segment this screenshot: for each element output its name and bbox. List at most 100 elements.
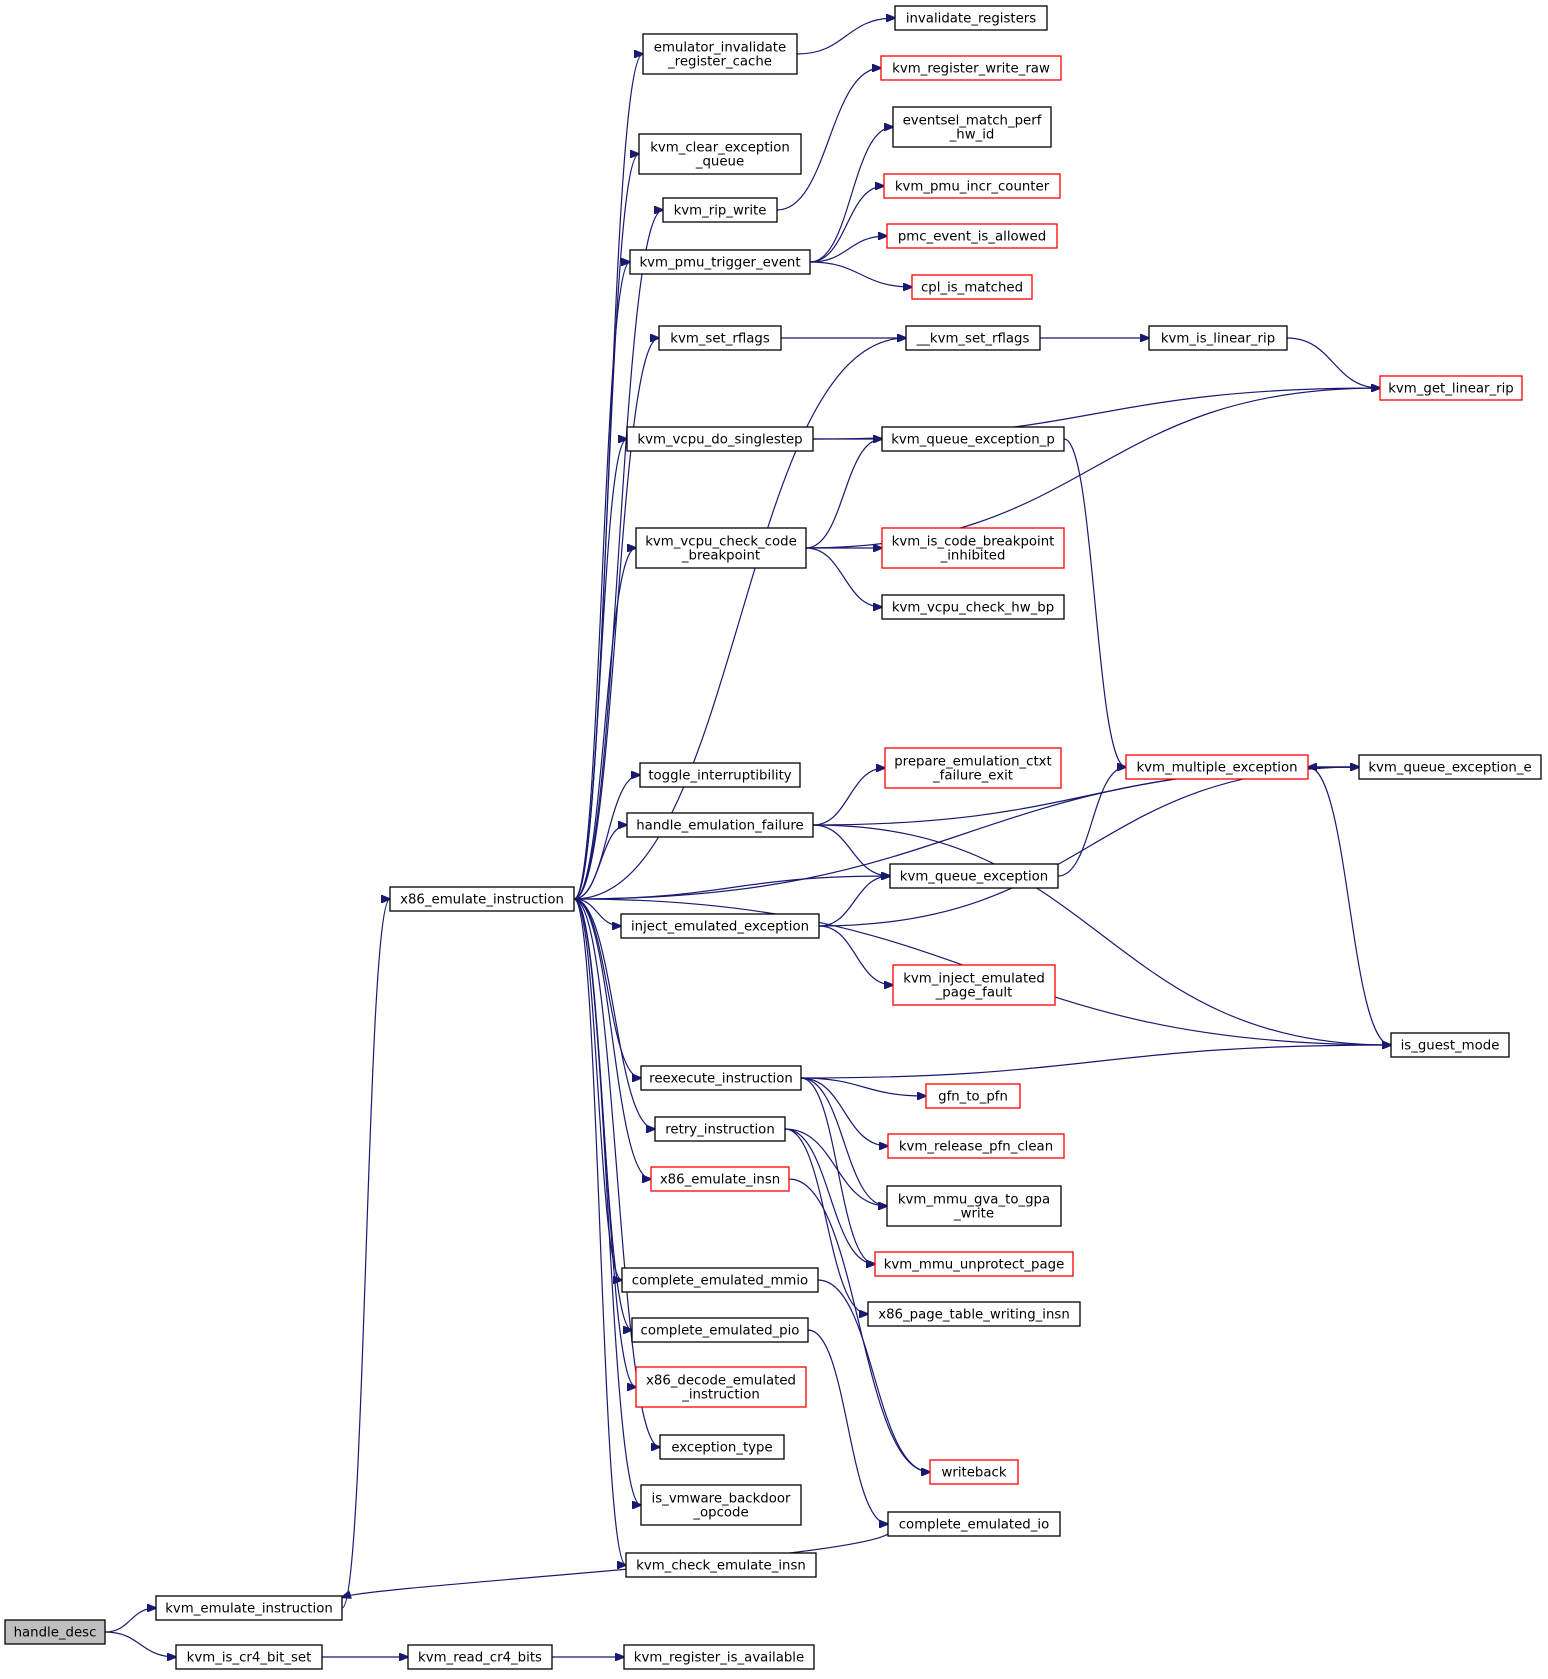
node-box[interactable] [867, 1301, 1081, 1327]
node-kvm-mmu-unprotect-page[interactable]: kvm_mmu_unprotect_page [874, 1251, 1074, 1277]
node-box[interactable] [4, 1619, 106, 1645]
node-kvm-multiple-exception[interactable]: kvm_multiple_exception [1125, 754, 1309, 780]
node-kvm-set-rflags[interactable]: __kvm_set_rflags [905, 325, 1041, 351]
node-complete-emulated-io[interactable]: complete_emulated_io [887, 1511, 1061, 1537]
node-box[interactable] [1358, 754, 1542, 780]
node-kvm-check-emulate-insn[interactable]: kvm_check_emulate_insn [625, 1552, 817, 1578]
node-box[interactable] [886, 1185, 1062, 1227]
node-exception-type[interactable]: exception_type [659, 1434, 785, 1460]
node-box[interactable] [881, 426, 1065, 452]
node-box[interactable] [911, 274, 1033, 300]
node-box[interactable] [925, 1083, 1021, 1109]
node-box[interactable] [635, 1366, 807, 1408]
node-box[interactable] [620, 913, 820, 939]
node-inject-emulated-exception[interactable]: inject_emulated_exception [620, 913, 820, 939]
node-kvm-vcpu-do-singlestep[interactable]: kvm_vcpu_do_singlestep [626, 426, 814, 452]
node-complete-emulated-pio[interactable]: complete_emulated_pio [631, 1317, 809, 1343]
node-reexecute-instruction[interactable]: reexecute_instruction [640, 1065, 802, 1091]
node-box[interactable] [889, 863, 1059, 889]
node-kvm-vcpu-check-code-breakpoint[interactable]: kvm_vcpu_check_code_breakpoint [635, 527, 807, 569]
node-kvm-queue-exception[interactable]: kvm_queue_exception [889, 863, 1059, 889]
node-kvm-register-is-available[interactable]: kvm_register_is_available [623, 1644, 815, 1670]
node-box[interactable] [631, 1317, 809, 1343]
node-retry-instruction[interactable]: retry_instruction [654, 1116, 786, 1142]
node-invalidate-registers[interactable]: invalidate_registers [894, 5, 1048, 31]
node-box[interactable] [640, 1484, 802, 1526]
node-box[interactable] [1125, 754, 1309, 780]
node-kvm-queue-exception-e[interactable]: kvm_queue_exception_e [1358, 754, 1542, 780]
node-eventsel-match-perf-hw-id[interactable]: eventsel_match_perf_hw_id [892, 106, 1052, 148]
node-box[interactable] [886, 223, 1058, 249]
node-box[interactable] [654, 1116, 786, 1142]
node-box[interactable] [626, 812, 814, 838]
node-box[interactable] [1148, 325, 1288, 351]
node-box[interactable] [894, 5, 1048, 31]
node-box[interactable] [874, 1251, 1074, 1277]
node-x86-decode-emulated-instruction[interactable]: x86_decode_emulated_instruction [635, 1366, 807, 1408]
node-box[interactable] [1379, 375, 1523, 401]
node-kvm-release-pfn-clean[interactable]: kvm_release_pfn_clean [887, 1133, 1065, 1159]
node-kvm-queue-exception-p[interactable]: kvm_queue_exception_p [881, 426, 1065, 452]
node-box[interactable] [1390, 1032, 1510, 1058]
node-box[interactable] [887, 1133, 1065, 1159]
node-box[interactable] [623, 1644, 815, 1670]
node-box[interactable] [659, 1434, 785, 1460]
node-box[interactable] [640, 1065, 802, 1091]
node-box[interactable] [881, 594, 1065, 620]
node-cpl-is-matched[interactable]: cpl_is_matched [911, 274, 1033, 300]
node-box[interactable] [155, 1595, 343, 1621]
node-box[interactable] [892, 106, 1052, 148]
node-kvm-clear-exception-queue[interactable]: kvm_clear_exception_queue [638, 133, 802, 175]
node-kvm-pmu-incr-counter[interactable]: kvm_pmu_incr_counter [883, 173, 1061, 199]
node-kvm-set-rflags[interactable]: kvm_set_rflags [658, 325, 782, 351]
node-box[interactable] [407, 1644, 553, 1670]
node-box[interactable] [639, 762, 801, 788]
node-box[interactable] [881, 527, 1065, 569]
node-box[interactable] [658, 325, 782, 351]
node-box[interactable] [621, 1267, 819, 1293]
node-box[interactable] [638, 133, 802, 175]
node-writeback[interactable]: writeback [929, 1459, 1019, 1485]
node-kvm-inject-emulated-page-fault[interactable]: kvm_inject_emulated_page_fault [892, 964, 1056, 1006]
node-pmc-event-is-allowed[interactable]: pmc_event_is_allowed [886, 223, 1058, 249]
node-is-guest-mode[interactable]: is_guest_mode [1390, 1032, 1510, 1058]
node-box[interactable] [650, 1166, 790, 1192]
node-kvm-emulate-instruction[interactable]: kvm_emulate_instruction [155, 1595, 343, 1621]
node-kvm-rip-write[interactable]: kvm_rip_write [662, 197, 778, 223]
node-x86-emulate-instruction[interactable]: x86_emulate_instruction [389, 886, 575, 912]
node-x86-emulate-insn[interactable]: x86_emulate_insn [650, 1166, 790, 1192]
node-emulator-invalidate-register-cache[interactable]: emulator_invalidate_register_cache [642, 33, 798, 75]
node-box[interactable] [629, 249, 811, 275]
node-box[interactable] [892, 964, 1056, 1006]
node-is-vmware-backdoor-opcode[interactable]: is_vmware_backdoor_opcode [640, 1484, 802, 1526]
node-box[interactable] [883, 173, 1061, 199]
node-kvm-register-write-raw[interactable]: kvm_register_write_raw [880, 55, 1062, 81]
node-box[interactable] [389, 886, 575, 912]
node-kvm-pmu-trigger-event[interactable]: kvm_pmu_trigger_event [629, 249, 811, 275]
node-box[interactable] [642, 33, 798, 75]
node-kvm-read-cr4-bits[interactable]: kvm_read_cr4_bits [407, 1644, 553, 1670]
node-box[interactable] [662, 197, 778, 223]
node-complete-emulated-mmio[interactable]: complete_emulated_mmio [621, 1267, 819, 1293]
node-box[interactable] [887, 1511, 1061, 1537]
node-kvm-mmu-gva-to-gpa-write[interactable]: kvm_mmu_gva_to_gpa_write [886, 1185, 1062, 1227]
node-box[interactable] [929, 1459, 1019, 1485]
node-kvm-vcpu-check-hw-bp[interactable]: kvm_vcpu_check_hw_bp [881, 594, 1065, 620]
node-box[interactable] [884, 747, 1062, 789]
node-toggle-interruptibility[interactable]: toggle_interruptibility [639, 762, 801, 788]
node-box[interactable] [880, 55, 1062, 81]
node-handle-emulation-failure[interactable]: handle_emulation_failure [626, 812, 814, 838]
node-x86-page-table-writing-insn[interactable]: x86_page_table_writing_insn [867, 1301, 1081, 1327]
node-gfn-to-pfn[interactable]: gfn_to_pfn [925, 1083, 1021, 1109]
node-box[interactable] [635, 527, 807, 569]
node-kvm-is-linear-rip[interactable]: kvm_is_linear_rip [1148, 325, 1288, 351]
node-box[interactable] [626, 426, 814, 452]
node-prepare-emulation-ctxt-failure-exit[interactable]: prepare_emulation_ctxt_failure_exit [884, 747, 1062, 789]
node-box[interactable] [625, 1552, 817, 1578]
node-kvm-get-linear-rip[interactable]: kvm_get_linear_rip [1379, 375, 1523, 401]
node-kvm-is-cr4-bit-set[interactable]: kvm_is_cr4_bit_set [175, 1644, 323, 1670]
node-box[interactable] [175, 1644, 323, 1670]
node-box[interactable] [905, 325, 1041, 351]
node-kvm-is-code-breakpoint-inhibited[interactable]: kvm_is_code_breakpoint_inhibited [881, 527, 1065, 569]
node-handle-desc[interactable]: handle_desc [4, 1619, 106, 1645]
